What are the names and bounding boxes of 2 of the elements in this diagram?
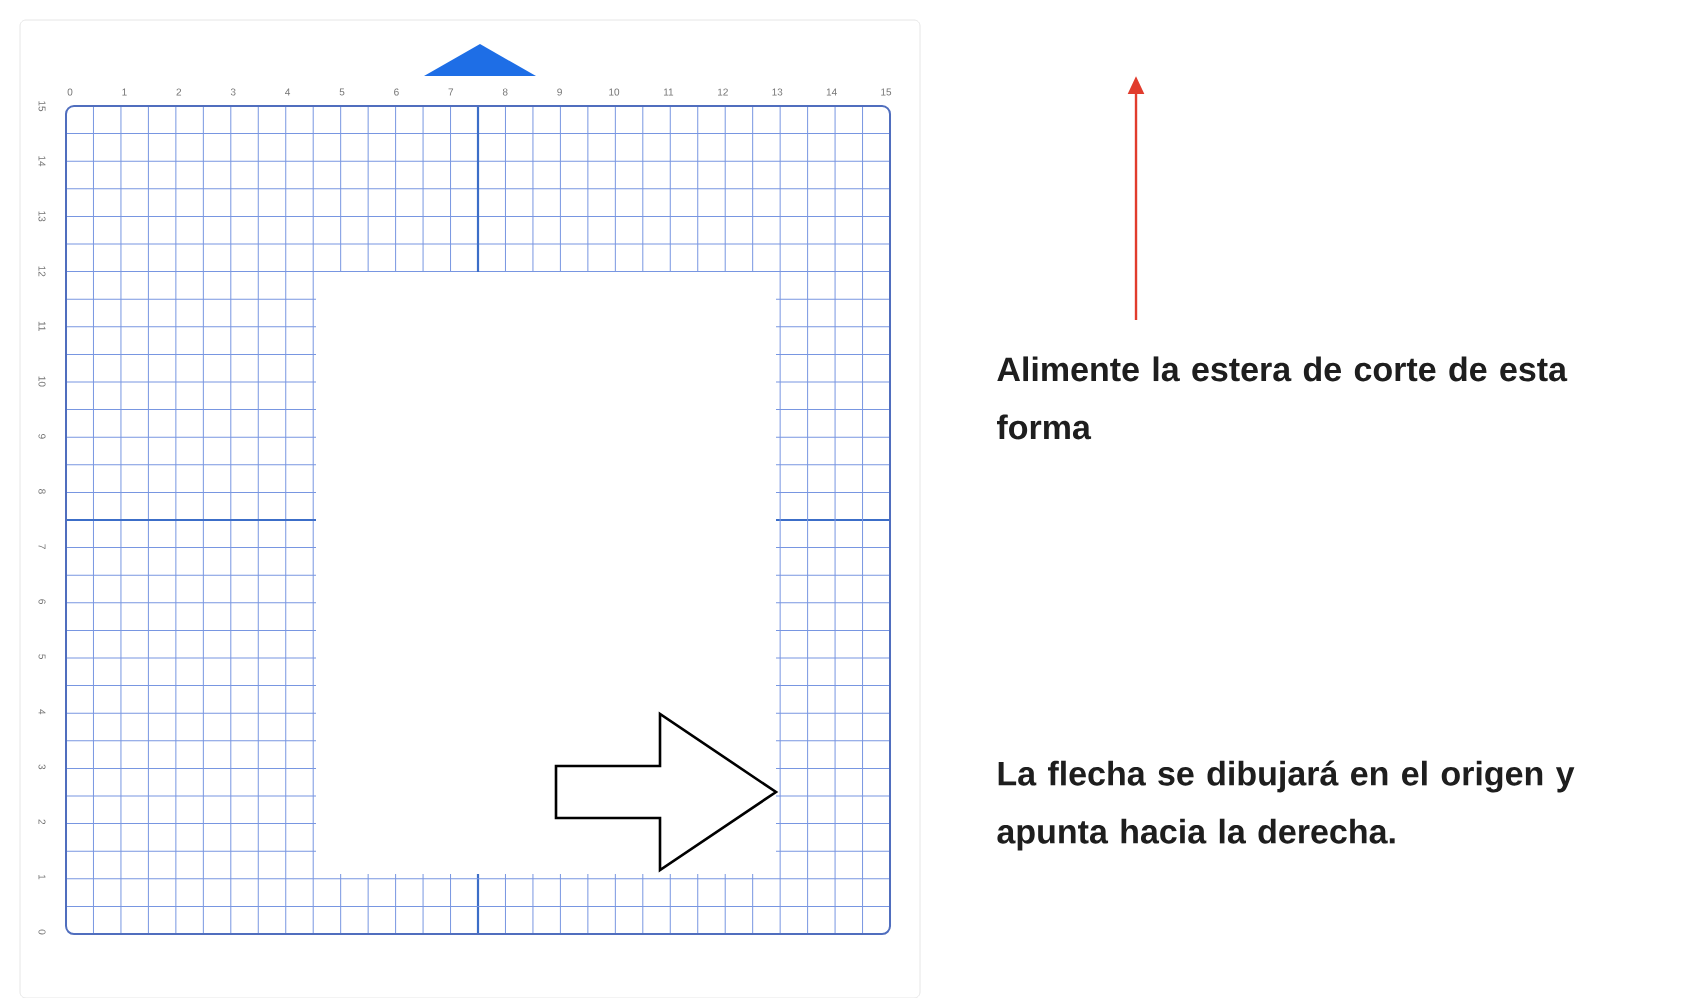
note-text: Alimente la estera de corte de esta forma [997, 356, 1568, 440]
note-text: La flecha se dibujará en el origen y apunta hacia la derecha. [997, 760, 1575, 851]
